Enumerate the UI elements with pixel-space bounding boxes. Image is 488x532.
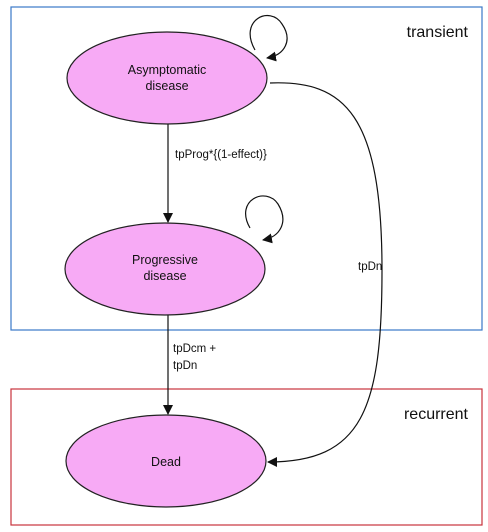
node-label-line1: Asymptomatic — [128, 63, 207, 77]
self-loop-asymptomatic — [249, 14, 288, 62]
label-tpdn-below: tpDn — [173, 360, 197, 372]
node-ellipse — [66, 31, 268, 125]
edge-asymptomatic-to-dead — [267, 82, 383, 467]
node-ellipse — [65, 414, 267, 508]
node-label-line2: disease — [145, 79, 188, 93]
node-label-line2: disease — [143, 269, 186, 283]
state-asymptomatic-disease: Asymptomatic disease — [66, 31, 268, 125]
recurrent-region — [10, 388, 483, 526]
recurrent-label: recurrent — [404, 406, 469, 423]
node-label: Dead — [151, 455, 181, 469]
label-tpdcm-plus: tpDcm + — [173, 343, 216, 355]
state-dead: Dead — [65, 414, 267, 508]
transient-label: transient — [407, 24, 469, 41]
label-tpdn-side: tpDn — [358, 261, 382, 273]
self-loop-progressive — [245, 195, 284, 244]
node-label-line1: Progressive — [132, 253, 198, 267]
label-tpprog-effect: tpProg*{(1-effect)} — [175, 149, 267, 161]
transient-region — [10, 6, 483, 331]
node-ellipse — [64, 222, 266, 316]
state-progressive-disease: Progressive disease — [64, 222, 266, 316]
